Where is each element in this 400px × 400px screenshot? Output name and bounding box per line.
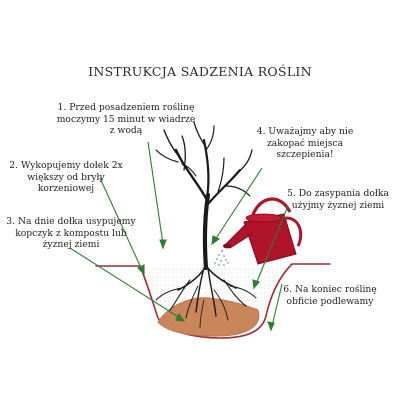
step-2-line-2: większy od bryły — [27, 171, 105, 183]
step-3-line-2: kopczyk z kompostu lub — [15, 227, 127, 239]
watering-can — [223, 197, 303, 265]
tree-roots — [155, 265, 257, 329]
tree — [155, 121, 253, 271]
step-1: 1. Przed posadzeniem roślinę moczymy 15 … — [26, 102, 226, 137]
step-5-line-1: 5. Do zasypania dołka — [287, 188, 389, 199]
ground-and-hole-outline — [95, 263, 331, 339]
compost-mound — [157, 297, 260, 337]
step-3: 3. Na dnie dołka usypujemy kopczyk z kom… — [0, 216, 142, 251]
page-title: INSTRUKCJA SADZENIA ROŚLIN — [88, 64, 312, 79]
step-3-line-3: żyznej ziemi — [42, 239, 100, 251]
step-4: 4. Uważajmy aby nie zakopać miejsca szcz… — [238, 126, 372, 161]
step-1-line-2: moczymy 15 minut w wiadrze — [56, 113, 196, 125]
step-4-line-2: zakopać miejsca — [266, 137, 344, 149]
step-6-line-2: obficie podlewamy — [286, 295, 374, 307]
step-2: 2. Wykopujemy dołek 2x większy od bryły … — [0, 160, 132, 195]
step-5: 5. Do zasypania dołka użyjmy żyznej ziem… — [282, 188, 394, 211]
step-4-line-1: 4. Uważajmy aby nie — [256, 126, 354, 137]
step-3-line-1: 3. Na dnie dołka usypujemy — [6, 216, 136, 227]
step-2-line-1: 2. Wykopujemy dołek 2x — [9, 160, 123, 171]
step-1-line-1: 1. Przed posadzeniem roślinę — [57, 102, 195, 113]
step-4-line-3: szczepienia! — [276, 149, 334, 161]
step-5-line-2: użyjmy żyznej ziemi — [291, 199, 385, 211]
step-6-line-1: 6. Na koniec roślinę — [283, 284, 377, 295]
step-1-line-3: z wodą — [109, 125, 143, 137]
water-stream — [214, 250, 229, 266]
step-6: 6. Na koniec roślinę obficie podlewamy — [276, 284, 384, 307]
step-2-line-3: korzeniowej — [37, 183, 95, 195]
pointer-arrows — [69, 141, 289, 332]
